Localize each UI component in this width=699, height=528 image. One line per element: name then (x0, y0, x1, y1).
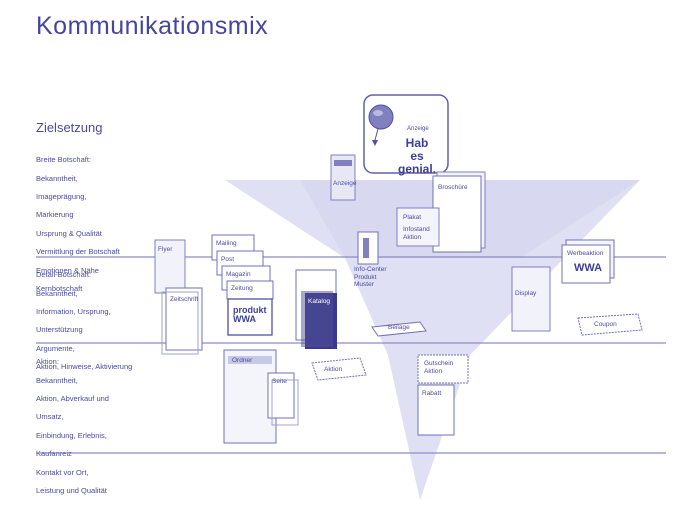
label-magazin: Magazin (226, 271, 251, 278)
text-line: Kaufanreiz (36, 449, 72, 459)
text-block-2: Detail-Botschaft: Bekanntheit, Informati… (36, 261, 132, 381)
label-gutschein: Gutschein Aktion (424, 360, 454, 375)
speech-bubble-main-text: Hab es genial. (397, 136, 436, 176)
doc-zeitschrift (165, 287, 203, 351)
page-title: Kommunikationsmix (36, 12, 269, 40)
tent-card-aktion (311, 357, 367, 381)
label-werbeaktion: Werbeaktion (567, 250, 604, 257)
label-infostand: Infostand Aktion (403, 226, 430, 241)
text-line: Aktion, Abverkauf und (36, 394, 109, 404)
text-line: Markierung (36, 210, 74, 220)
text-line: Unterstützung (36, 325, 83, 335)
text-line: Argumente, (36, 343, 75, 353)
label-katalog: Katalog (308, 298, 331, 305)
label-seite: Seite (272, 378, 287, 385)
label-coupon: Coupon (594, 321, 617, 328)
label-anzeige-top: Anzeige (333, 180, 357, 187)
tent-card-beilage (371, 321, 427, 337)
label-ordner: Ordner (232, 357, 253, 364)
label-post: Post (221, 256, 235, 263)
doc-display (511, 266, 551, 332)
text-line: Leistung und Qualität (36, 486, 107, 496)
text-line: Bekanntheit, (36, 173, 78, 183)
tent-card-coupon (577, 313, 643, 336)
text-block-1: Breite Botschaft: Bekanntheit, Imagepräg… (36, 146, 120, 302)
text-line: Bekanntheit, (36, 375, 78, 385)
label-broschure: Broschüre (438, 184, 468, 191)
text-line: Aktion, Hinweise, Aktivierung (36, 362, 133, 372)
label-display: Display (515, 290, 537, 297)
doc-leaflet (154, 239, 186, 294)
text-line: Ursprung & Qualität (36, 228, 102, 238)
label-mailing: Mailing (216, 240, 237, 247)
doc-gutschein (417, 354, 469, 384)
text-line: Vermittlung der Botschaft (36, 247, 120, 257)
label-leaflet: Flyer (158, 246, 173, 253)
label-rabatt: Rabatt (422, 390, 442, 397)
text-line: Emotionen & Nähe (36, 265, 99, 275)
text-line: Detail-Botschaft: (36, 270, 92, 280)
label-wwa-right: WWA (574, 262, 603, 274)
label-plakat: Plakat (403, 214, 422, 221)
text-line: Kernbotschaft (36, 284, 83, 294)
doc-rabatt (417, 384, 455, 436)
text-line: Einbindung, Erlebnis, (36, 430, 107, 440)
text-line: Umsatz, (36, 412, 64, 422)
text-line: Breite Botschaft: (36, 155, 92, 165)
label-zeitschrift: Zeitschrift (170, 296, 199, 303)
text-line: Bekanntheit, (36, 288, 78, 298)
text-line: Imageprägung, (36, 192, 87, 202)
label-zeitung: Zeitung (231, 285, 253, 292)
label-info-center: Info-Center Produkt Muster (354, 266, 387, 288)
doc-ordner (223, 349, 277, 444)
speech-bubble-small-label: Anzeige (407, 126, 429, 132)
funnel-shape (225, 180, 640, 500)
label-produkt-main: produkt WWA (233, 305, 267, 324)
text-block-3: Aktion: Bekanntheit, Aktion, Abverkauf u… (36, 348, 109, 504)
text-line: Information, Ursprung, (36, 307, 111, 317)
doc-plakat (396, 207, 440, 247)
text-line: Kontakt vor Ort, (36, 467, 89, 477)
doc-produkt (227, 298, 273, 336)
text-line: Aktion: (36, 357, 59, 367)
label-aktion: Aktion (324, 366, 343, 373)
section-label: Zielsetzung (36, 120, 103, 135)
label-beilage: Beilage (388, 324, 410, 331)
globe-icon (368, 104, 394, 130)
